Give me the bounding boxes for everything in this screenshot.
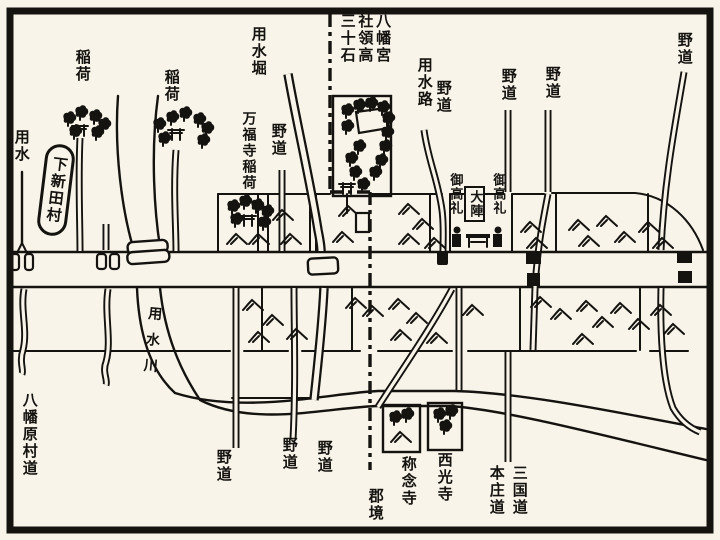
- label-nomichi-3: 野道: [499, 68, 518, 102]
- label-saikoji: 西光寺: [435, 452, 454, 503]
- label-inari-2: 稲荷: [162, 69, 181, 103]
- county-boundary-line: [328, 14, 372, 470]
- label-hachimangu-sharyo: 八幡宮 社領高 三十石: [338, 13, 393, 64]
- label-hachimanbara-mura-michi: 八幡原村道: [20, 392, 39, 477]
- label-nomichi-5: 野道: [675, 32, 694, 66]
- road-markers: [437, 251, 692, 286]
- river-yosuigawa: [115, 94, 708, 462]
- label-nomichi-8: 野道: [315, 440, 334, 474]
- plot-boundaries: [12, 192, 704, 399]
- inari-1-trees: [62, 104, 113, 141]
- label-shonenji: 称念寺: [399, 456, 418, 507]
- label-nomichi-2: 野道: [434, 80, 453, 114]
- label-honjo-michi: 本庄道: [487, 465, 506, 516]
- map-frame: [6, 7, 714, 534]
- kosatsu-figures: [452, 226, 502, 248]
- label-nomichi-4: 野道: [543, 66, 562, 100]
- label-yosuibori: 用水堀: [249, 26, 268, 77]
- label-nomichi-1: 野道: [269, 123, 288, 157]
- saikoji-temple: [426, 401, 464, 452]
- label-manpukuji-inari: 万福寺稲荷: [240, 111, 257, 191]
- hachimangu-enclosure: [331, 94, 397, 198]
- inari-2-trees: [152, 105, 216, 149]
- label-nomichi-7: 野道: [280, 437, 299, 471]
- label-yosuiro: 用水路: [415, 57, 434, 108]
- label-yosui-left: 用水: [12, 129, 31, 163]
- label-mikuni-michi: 三国道: [510, 465, 529, 516]
- label-nomichi-6: 野道: [214, 449, 233, 483]
- label-inari-1: 稲荷: [73, 49, 92, 83]
- label-daijin: 大陣: [464, 186, 486, 222]
- label-gokorei-2: 御高礼: [490, 173, 506, 215]
- label-gokorei-1: 御高礼: [447, 173, 463, 215]
- label-gunkyo: 郡境: [366, 488, 385, 522]
- shonenji-temple: [381, 403, 422, 454]
